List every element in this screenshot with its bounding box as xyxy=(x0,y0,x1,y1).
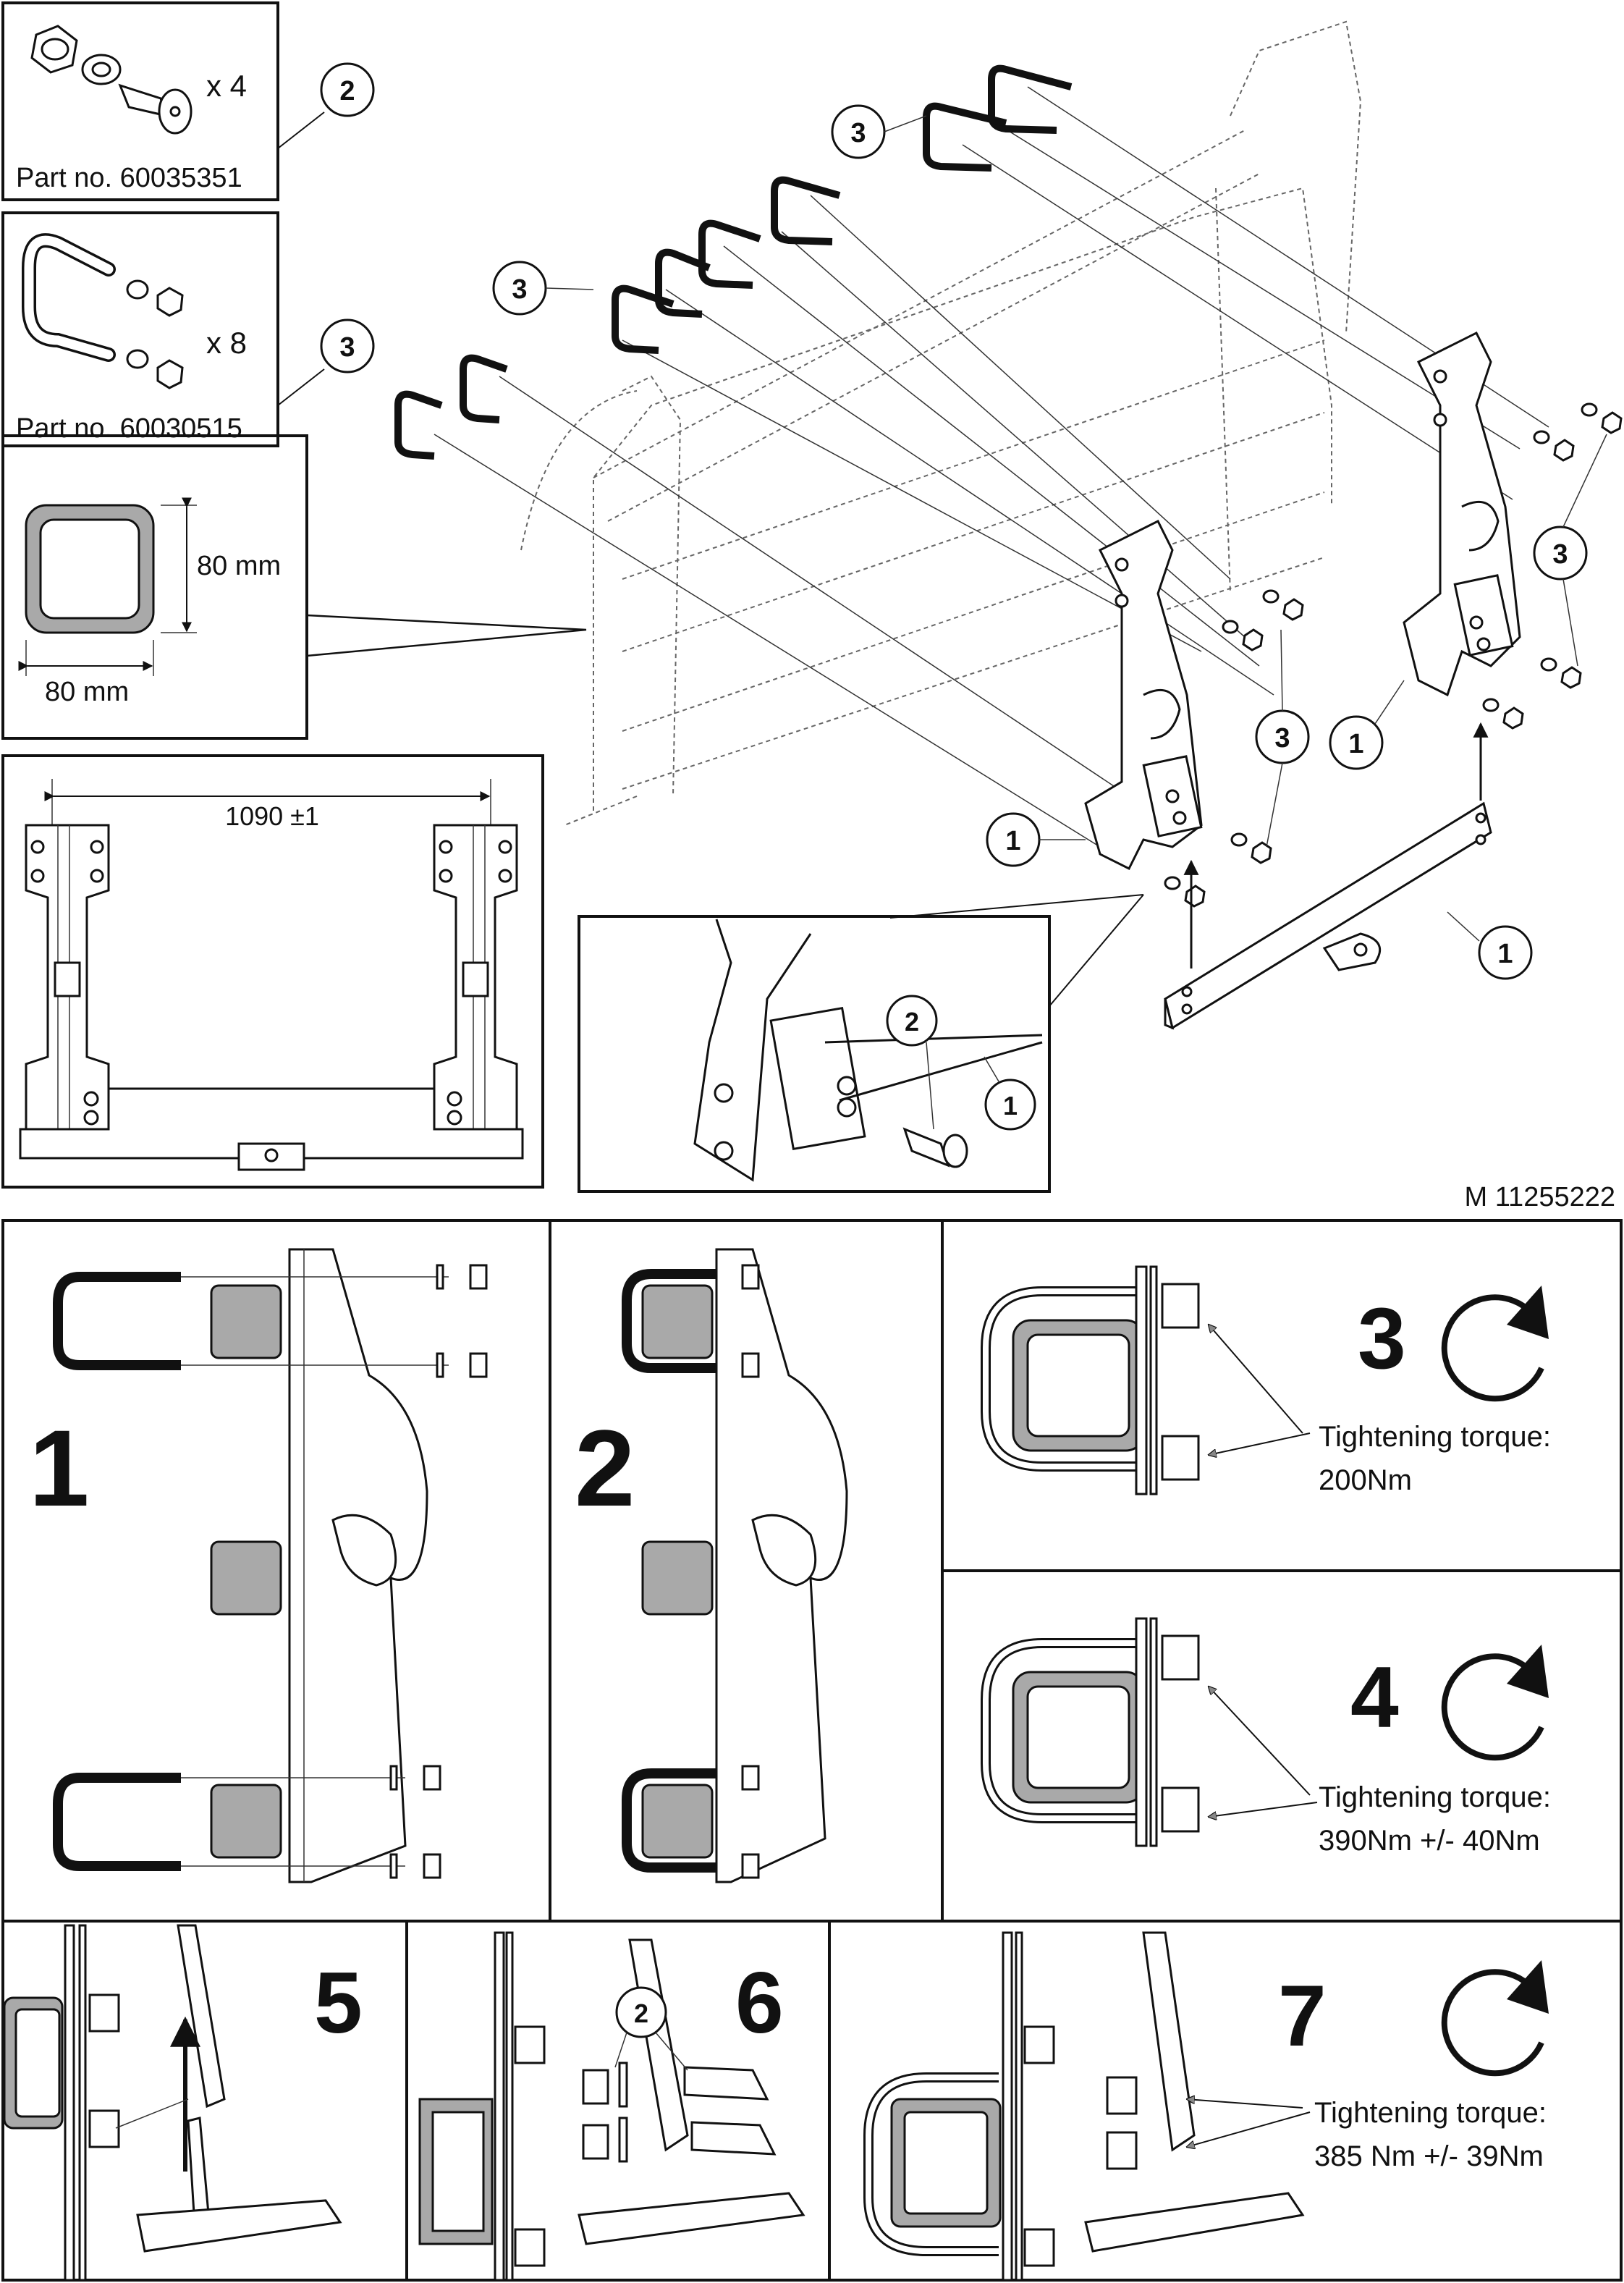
ubolt-kit-part-number: Part no. 60030515 xyxy=(16,413,242,444)
left-bracket xyxy=(1084,519,1203,871)
base-plate xyxy=(1164,801,1492,1030)
step-3-torque-caption: Tightening torque: xyxy=(1319,1421,1551,1453)
step-7-number: 7 xyxy=(1278,1967,1327,2064)
profile-width-label: 80 mm xyxy=(45,677,129,707)
u-bolt-icon xyxy=(22,233,116,362)
step-4-number: 4 xyxy=(1350,1649,1399,1746)
callout-3: 3 xyxy=(1533,526,1588,581)
step-4-torque-value: 390Nm +/- 40Nm xyxy=(1319,1825,1540,1857)
step-1-number: 1 xyxy=(29,1407,89,1529)
step-2-panel: 2 xyxy=(575,1248,848,1883)
step-7-torque-caption: Tightening torque: xyxy=(1314,2097,1547,2129)
step-5-panel: 5 xyxy=(3,1924,363,2282)
washer-nut-sets xyxy=(1164,402,1623,908)
right-bracket-front-view xyxy=(433,824,518,1152)
svg-text:1: 1 xyxy=(1497,939,1513,969)
step-3-torque-value: 200Nm xyxy=(1319,1464,1412,1496)
washer-icon xyxy=(126,279,149,369)
svg-text:1: 1 xyxy=(1003,1091,1018,1121)
svg-text:2: 2 xyxy=(339,76,355,106)
step-5-number: 5 xyxy=(314,1954,363,2051)
bolt-kit-quantity: x 4 xyxy=(206,69,247,103)
svg-text:3: 3 xyxy=(339,332,355,363)
drawing-reference: M 11255222 xyxy=(1465,1182,1615,1212)
step-2-number: 2 xyxy=(575,1407,635,1529)
svg-text:1: 1 xyxy=(1348,729,1363,759)
step-3-number: 3 xyxy=(1358,1290,1406,1387)
svg-text:3: 3 xyxy=(1274,723,1290,754)
svg-text:2: 2 xyxy=(634,1999,648,2028)
step-4-torque-caption: Tightening torque: xyxy=(1319,1781,1551,1813)
callout-3: 3 xyxy=(492,261,547,316)
ubolt-kit-box: x 8 Part no. 60030515 xyxy=(1,211,279,447)
ubolt-kit-quantity: x 8 xyxy=(206,326,247,360)
countersunk-bolt-icon xyxy=(118,83,193,135)
steps-grid xyxy=(1,1219,1623,2282)
svg-text:2: 2 xyxy=(905,1007,919,1037)
profile-height-label: 80 mm xyxy=(197,551,281,581)
step-6-panel: 2 6 xyxy=(418,1931,805,2282)
step-4-panel: 4 Tightening torque: 390Nm +/- 40Nm xyxy=(981,1617,1551,1857)
svg-text:3: 3 xyxy=(850,118,866,148)
bolt-kit-part-number: Part no. 60035351 xyxy=(16,163,242,193)
clockwise-arrow-icon xyxy=(1441,1960,1549,2077)
callout-1: 1 xyxy=(1478,925,1533,980)
svg-text:3: 3 xyxy=(512,274,527,305)
callout-2: 2 xyxy=(886,995,938,1047)
u-bolt-row xyxy=(394,64,1073,460)
profile-leader xyxy=(306,614,587,657)
step-7-torque-value: 385 Nm +/- 39Nm xyxy=(1314,2140,1544,2172)
bolt-kit-box: x 4 Part no. 60035351 xyxy=(1,1,279,201)
callout-2: 2 xyxy=(615,1986,667,2038)
step-6-number: 6 xyxy=(735,1954,784,2051)
callout-3-ubolt-kit: 3 xyxy=(320,318,375,374)
nut-icon xyxy=(156,287,184,389)
callout-1: 1 xyxy=(984,1079,1036,1131)
profile-section-box: 80 mm 80 mm xyxy=(1,434,308,740)
fork-carriage-ghost xyxy=(520,20,1362,826)
step-7-panel: 7 Tightening torque: 385 Nm +/- 39Nm xyxy=(863,1931,1549,2282)
left-bracket-front-view xyxy=(25,824,110,1152)
callout-3: 3 xyxy=(831,104,886,159)
washer-icon xyxy=(81,54,122,85)
step-3-panel: 3 Tightening torque: 200Nm xyxy=(981,1265,1551,1496)
callout-1: 1 xyxy=(986,812,1041,867)
clockwise-arrow-icon xyxy=(1441,1645,1549,1761)
frame-dimension-box: 1090 ±1 xyxy=(1,754,544,1189)
exploded-view: 3 3 3 3 1 1 1 2 1 xyxy=(394,20,1623,1193)
svg-text:3: 3 xyxy=(1552,539,1568,570)
callout-3: 3 xyxy=(1255,709,1310,764)
nut-icon xyxy=(30,25,78,74)
detail-inset xyxy=(578,894,1144,1193)
callout-1: 1 xyxy=(1329,715,1384,770)
crossbar-front-view xyxy=(19,1087,524,1171)
svg-text:1: 1 xyxy=(1005,826,1020,856)
frame-width-dimension: 1090 ±1 xyxy=(225,801,319,831)
clockwise-arrow-icon xyxy=(1441,1286,1549,1402)
right-bracket xyxy=(1403,331,1521,697)
step-1-panel: 1 xyxy=(29,1248,488,1883)
callout-2-bolt-kit: 2 xyxy=(320,62,375,117)
